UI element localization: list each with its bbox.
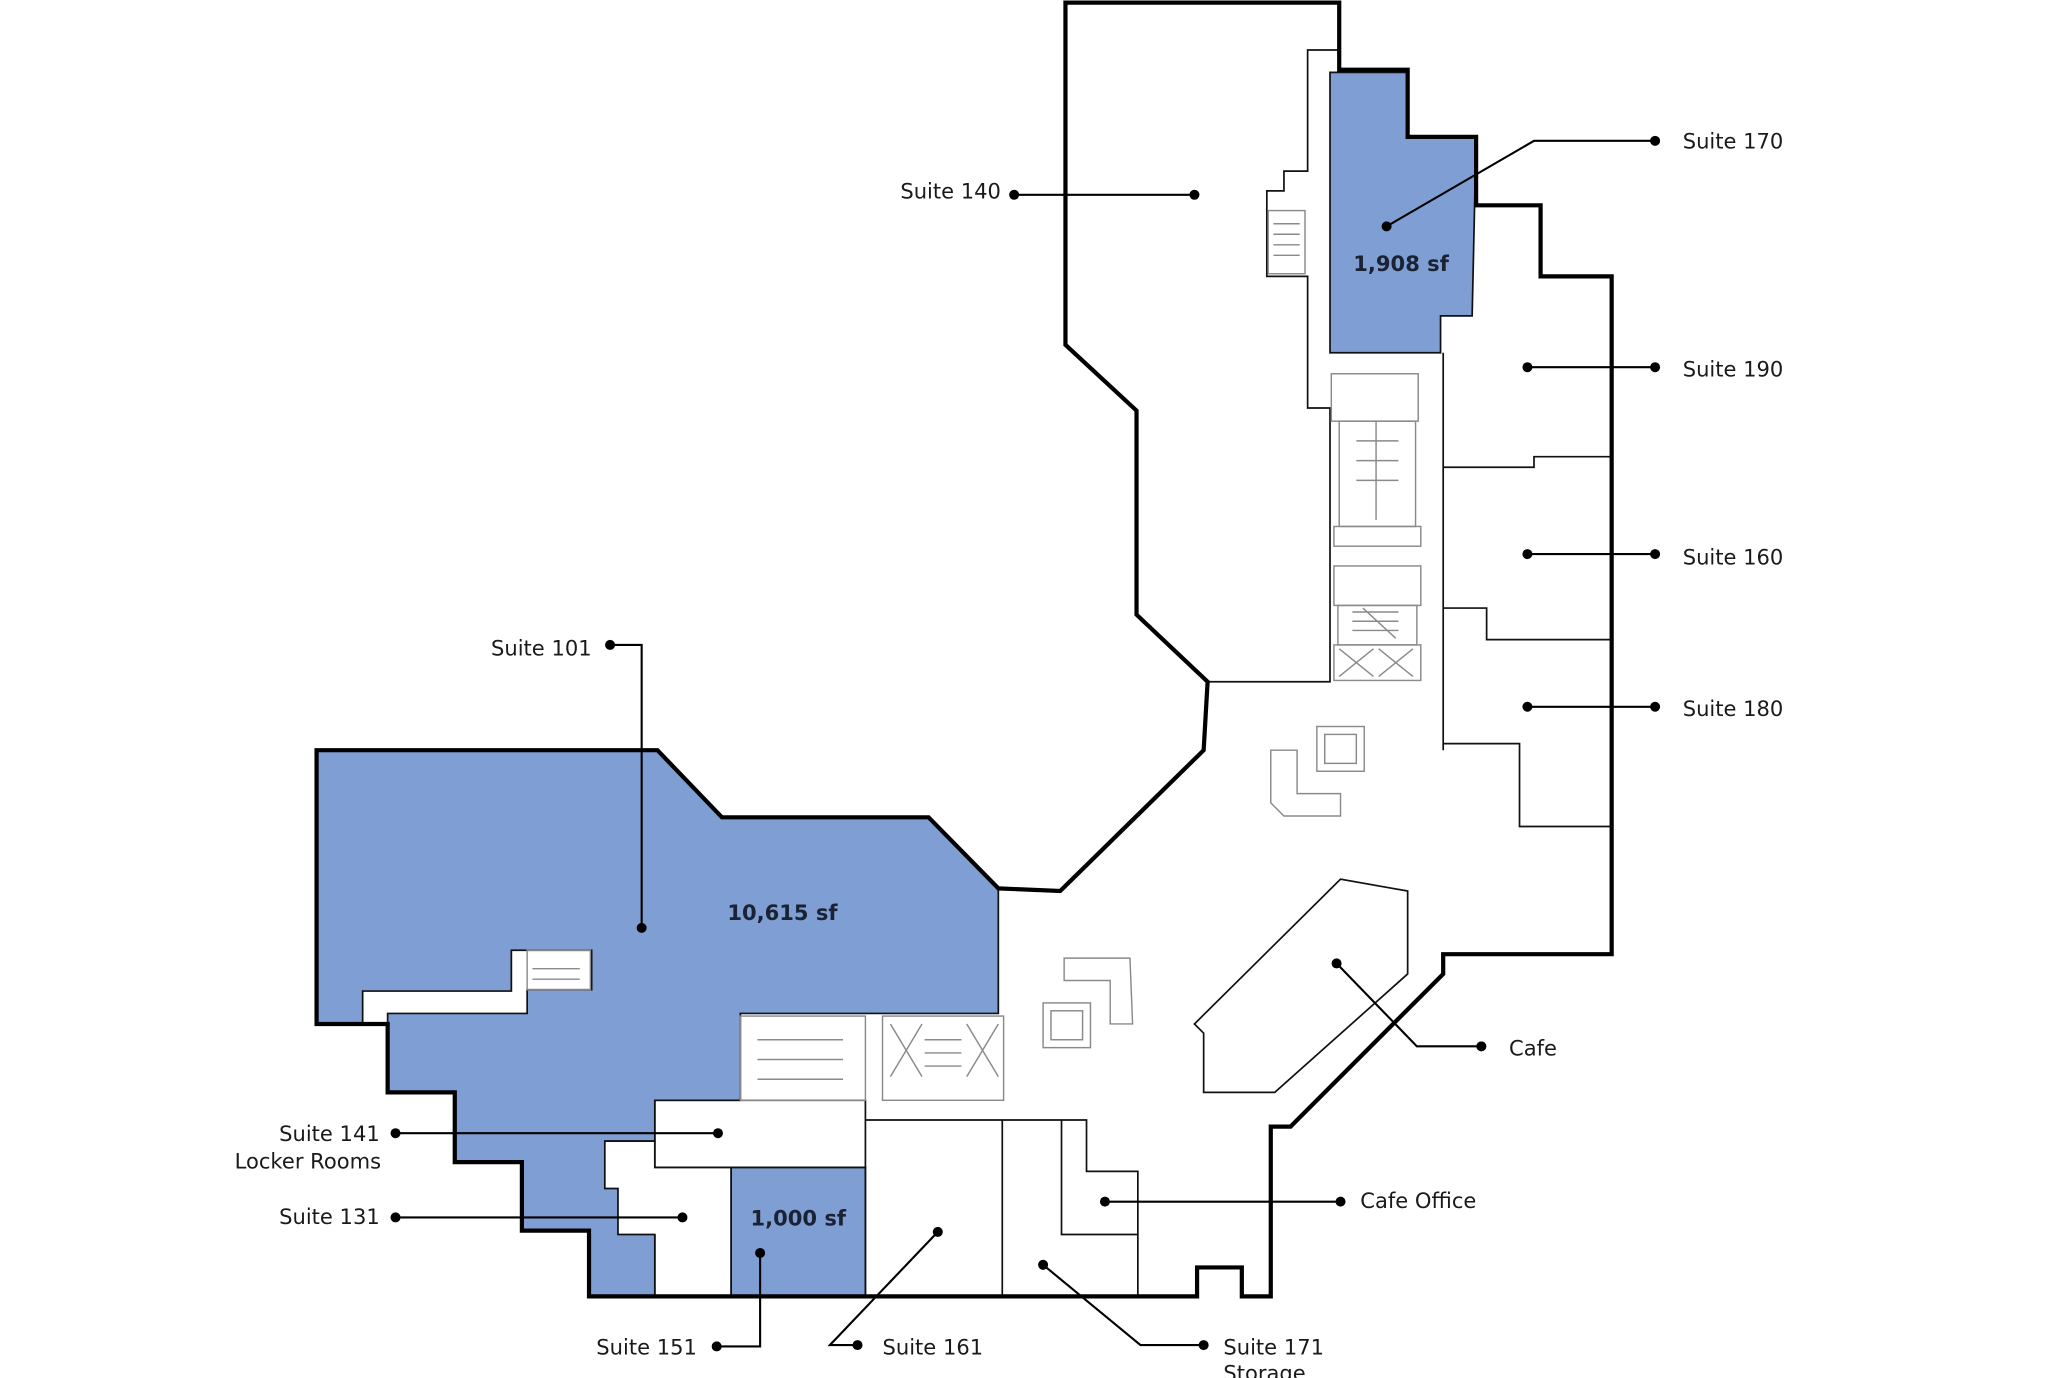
suite-131-label: Suite 131 bbox=[279, 1204, 380, 1229]
suite-101-area[interactable] bbox=[315, 749, 1000, 1298]
building-cores bbox=[526, 209, 1422, 1102]
suite-161-label: Suite 161 bbox=[883, 1334, 984, 1359]
suite-151-area-label: 1,000 sf bbox=[750, 1205, 846, 1230]
suite-171-sublabel: Storage bbox=[1223, 1361, 1305, 1378]
suite-101-label: Suite 101 bbox=[491, 635, 592, 660]
suite-101-area-label: 10,615 sf bbox=[727, 900, 838, 925]
cafe-area[interactable] bbox=[1193, 878, 1409, 1094]
building-outline bbox=[314, 0, 1614, 1299]
suite-140-label: Suite 140 bbox=[900, 179, 1001, 204]
suite-160-label: Suite 160 bbox=[1683, 545, 1784, 570]
suite-151-area[interactable] bbox=[730, 1166, 867, 1298]
suite-170-area[interactable] bbox=[1329, 71, 1477, 354]
suite-180-label: Suite 180 bbox=[1683, 696, 1784, 721]
suite-151-label: Suite 151 bbox=[596, 1334, 697, 1359]
suite-170-label: Suite 170 bbox=[1683, 129, 1784, 154]
suite-170-area-label: 1,908 sf bbox=[1353, 251, 1449, 276]
suite-190-label: Suite 190 bbox=[1683, 356, 1784, 381]
leader-lines bbox=[390, 135, 1661, 1352]
suite-141-sublabel: Locker Rooms bbox=[235, 1149, 381, 1174]
suite-141-label: Suite 141 bbox=[279, 1121, 380, 1146]
cafe-office-label: Cafe Office bbox=[1360, 1188, 1476, 1213]
cafe-label: Cafe bbox=[1509, 1036, 1557, 1061]
suite-171-label: Suite 171 bbox=[1223, 1334, 1324, 1359]
